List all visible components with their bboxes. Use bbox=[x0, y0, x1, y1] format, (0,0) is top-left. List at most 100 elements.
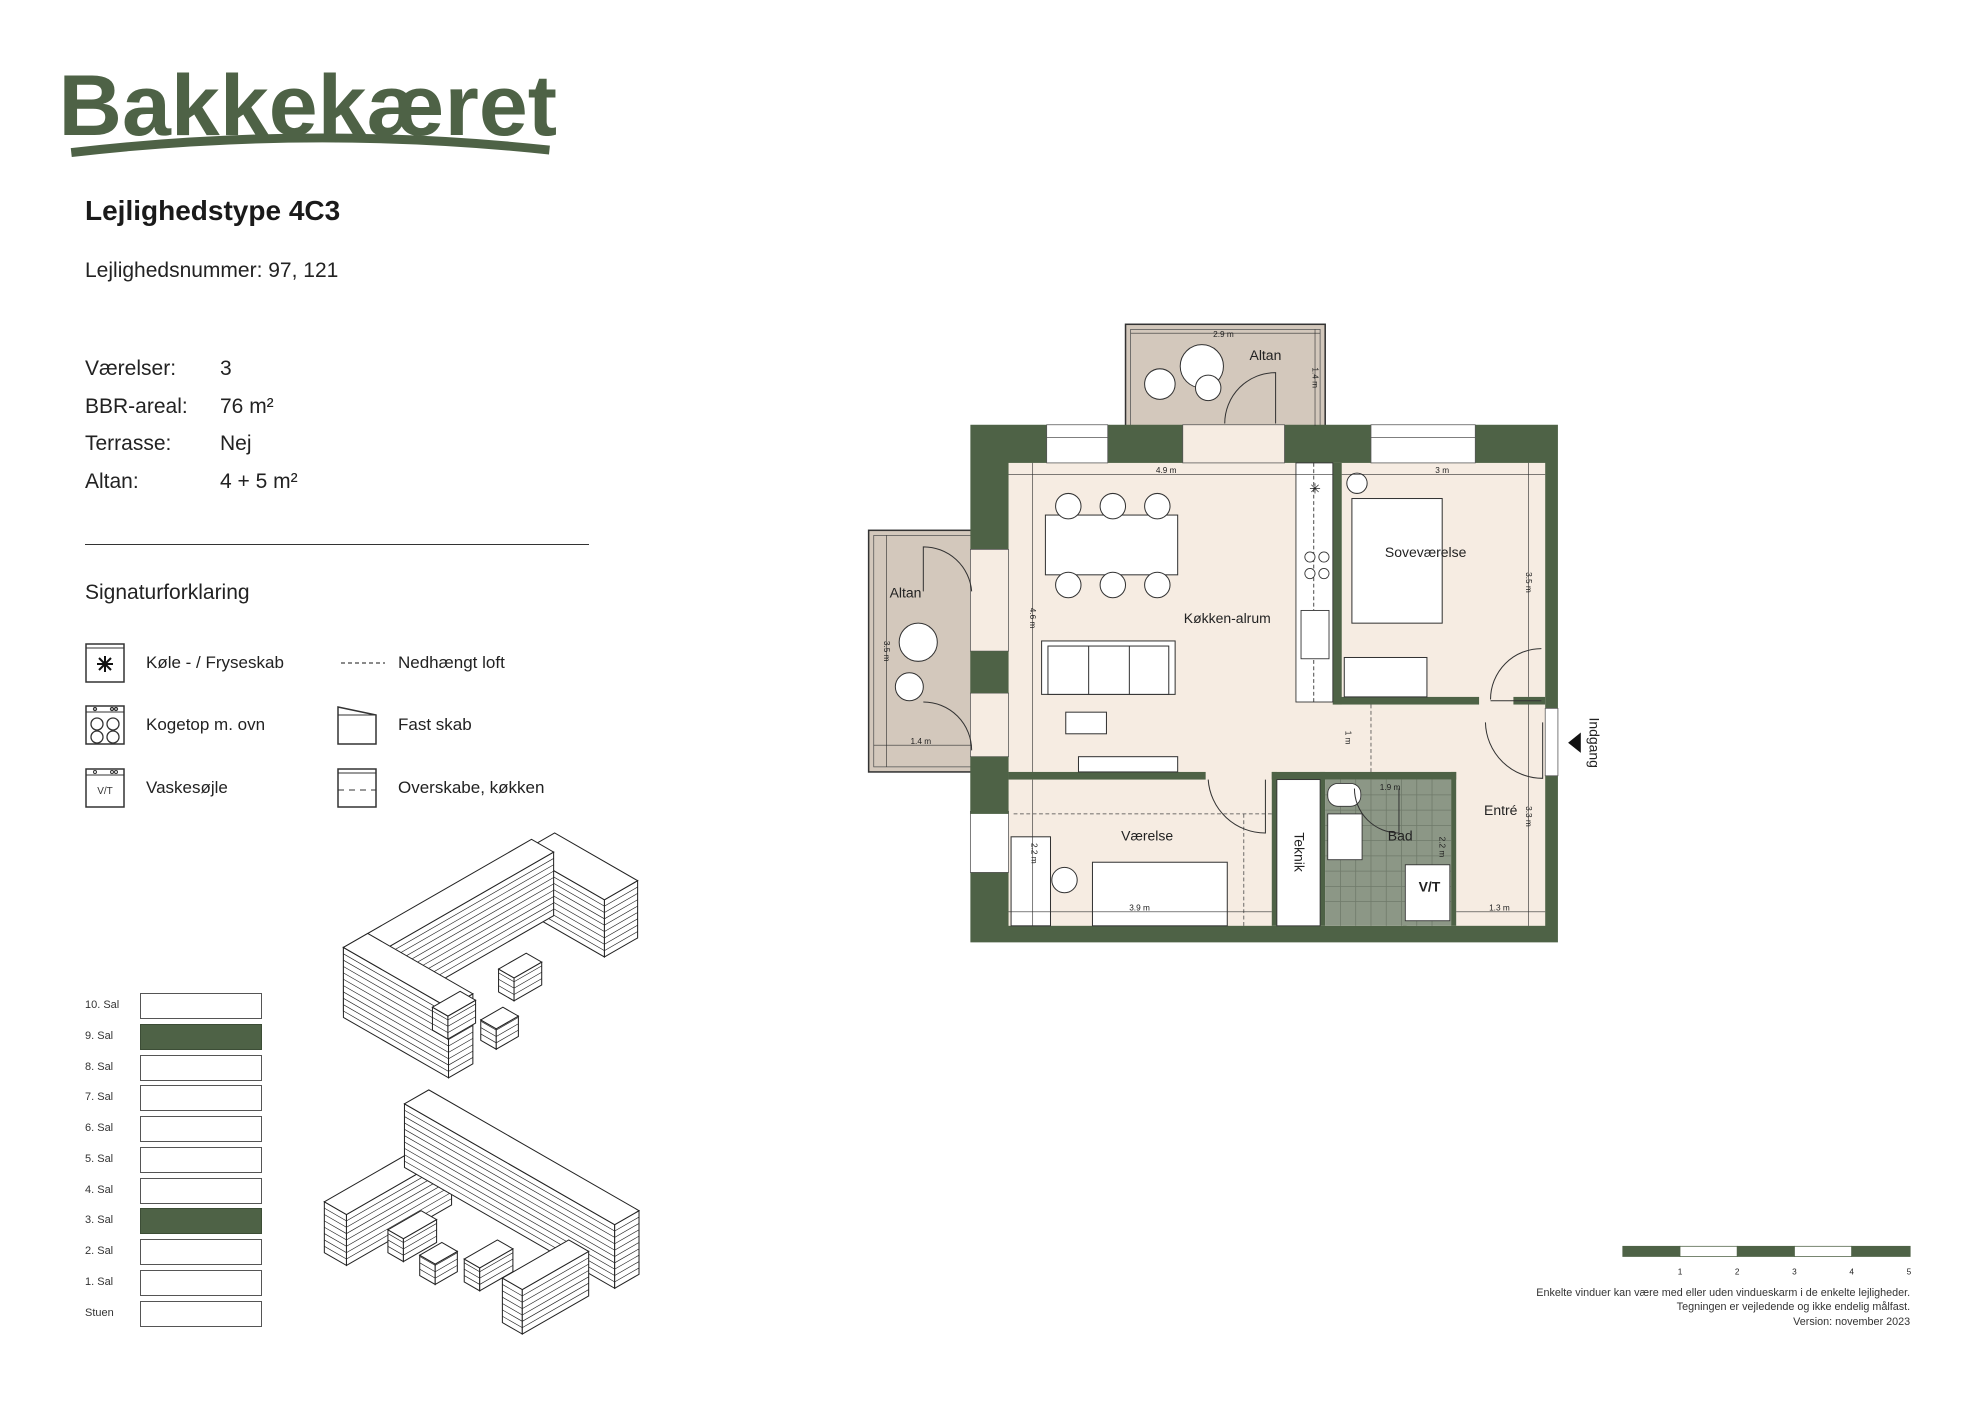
scale-tick: 5 bbox=[1907, 1267, 1912, 1276]
legend-item-fixed-cabinet: Fast skab bbox=[337, 705, 472, 745]
floor-row: 5. Sal bbox=[85, 1147, 265, 1173]
legend-item-fridge: Køle - / Fryseskab bbox=[85, 643, 284, 683]
building-face bbox=[386, 1210, 438, 1240]
dim-label: 1.9 m bbox=[1380, 783, 1401, 792]
floor-box bbox=[140, 1270, 262, 1296]
floor-line bbox=[502, 1282, 589, 1322]
building-face bbox=[497, 952, 543, 979]
fact-label: Værelser: bbox=[85, 357, 177, 380]
fridge-icon: ✳ bbox=[1309, 480, 1321, 496]
building-face bbox=[501, 1239, 590, 1291]
floor-line bbox=[432, 1003, 476, 1021]
door-swings bbox=[922, 372, 1544, 834]
dim-label: 2.2 m bbox=[1029, 843, 1038, 864]
floor-line bbox=[502, 1276, 589, 1316]
fact-label: BBR-areal: bbox=[85, 395, 188, 418]
dim-label: 2.2 m bbox=[1438, 837, 1447, 858]
room-label-technical: Teknik bbox=[1292, 832, 1308, 872]
dim-label: 2.9 m bbox=[1213, 330, 1234, 339]
floor-label: 4. Sal bbox=[85, 1184, 114, 1196]
legend-item-washer: V/T Vaskesøjle bbox=[85, 768, 228, 808]
floor-line bbox=[502, 1289, 589, 1329]
legend-item-upper-cabinets: Overskabe, køkken bbox=[337, 768, 544, 808]
desk bbox=[1010, 836, 1052, 927]
logo-arc bbox=[70, 133, 550, 158]
upper-cabinets-icon bbox=[337, 768, 377, 808]
dim-label: 3.9 m bbox=[1129, 904, 1150, 913]
entrance-arrow-icon bbox=[1568, 732, 1581, 753]
washer-label: V/T bbox=[1419, 878, 1441, 894]
floor-label: 8. Sal bbox=[85, 1061, 114, 1073]
version-note: Version: november 2023 bbox=[1793, 1316, 1910, 1328]
apartment-type-title: Lejlighedstype 4C3 bbox=[85, 195, 341, 226]
fact-rooms: Værelser:3 bbox=[85, 357, 232, 381]
technical-room bbox=[1276, 779, 1321, 927]
fact-balcony: Altan:4 + 5 m² bbox=[85, 470, 298, 494]
fact-value: 4 + 5 m² bbox=[220, 470, 298, 493]
floor-line bbox=[480, 1023, 519, 1037]
building-face bbox=[431, 990, 477, 1017]
double-bed bbox=[1351, 498, 1443, 624]
floor-line bbox=[324, 1172, 452, 1234]
dim-label: 3 m bbox=[1435, 466, 1449, 475]
floor-line bbox=[432, 1010, 476, 1027]
dim-label: 1.4 m bbox=[910, 737, 931, 746]
floor-line bbox=[343, 1004, 474, 1066]
room-label-entry: Entré bbox=[1484, 802, 1518, 818]
fact-value: Nej bbox=[220, 432, 252, 455]
room-label-altan-top: Altan bbox=[1250, 347, 1282, 363]
floor-label: 2. Sal bbox=[85, 1245, 114, 1257]
single-bed bbox=[1091, 861, 1228, 927]
floor-line bbox=[387, 1223, 437, 1243]
building-face bbox=[463, 1239, 514, 1269]
floor-line bbox=[464, 1258, 514, 1279]
building-face bbox=[403, 1089, 641, 1226]
floor-row: 2. Sal bbox=[85, 1239, 265, 1265]
floor-box bbox=[140, 1301, 262, 1327]
floor-label: 7. Sal bbox=[85, 1091, 114, 1103]
floor-box bbox=[140, 1147, 262, 1173]
floor-box bbox=[140, 1024, 262, 1050]
furniture bbox=[894, 344, 1443, 927]
fact-label: Terrasse: bbox=[85, 432, 172, 455]
floor-row: 4. Sal bbox=[85, 1178, 265, 1204]
washer-dryer-icon bbox=[1404, 864, 1451, 922]
floor-line bbox=[324, 1179, 452, 1241]
floor-line bbox=[404, 1148, 640, 1270]
tv-bench bbox=[1077, 756, 1179, 773]
floor-line bbox=[404, 1154, 640, 1276]
washer-icon-text: V/T bbox=[97, 786, 113, 797]
floor-label: Stuen bbox=[85, 1307, 114, 1319]
fridge-freezer-icon bbox=[85, 643, 125, 683]
floor-line bbox=[464, 1252, 514, 1273]
floor-line bbox=[404, 1109, 640, 1232]
floor-line bbox=[387, 1229, 437, 1250]
floor-plan: V/T ✳ bbox=[867, 323, 1603, 943]
floor-row: 10. Sal bbox=[85, 993, 265, 1019]
dim-label: 1.3 m bbox=[1489, 904, 1510, 913]
coffee-table bbox=[1065, 711, 1107, 735]
scale-bar: 1 2 3 4 5 bbox=[1622, 1245, 1912, 1276]
room-label-kitchen-living: Køkken-alrum bbox=[1184, 610, 1271, 626]
dining-table bbox=[1044, 514, 1179, 576]
scale-tick: 2 bbox=[1735, 1267, 1740, 1276]
dim-label: 3.5 m bbox=[1524, 572, 1533, 593]
floor-line bbox=[464, 1265, 514, 1285]
floor-row: 9. Sal bbox=[85, 1024, 265, 1050]
wardrobe bbox=[1343, 656, 1428, 698]
dim-label: 1.4 m bbox=[1310, 367, 1319, 388]
room-label-room: Værelse bbox=[1121, 828, 1173, 844]
kitchen-sink-icon bbox=[1300, 609, 1330, 660]
floor-line bbox=[387, 1235, 437, 1256]
floor-label: 5. Sal bbox=[85, 1153, 114, 1165]
floor-row: Stuen bbox=[85, 1301, 265, 1327]
dashed-line-icon bbox=[341, 662, 385, 664]
legend-label: Nedhængt loft bbox=[398, 653, 505, 672]
disclaimer-note: Enkelte vinduer kan være med eller uden … bbox=[1536, 1287, 1910, 1299]
floor-line bbox=[343, 985, 474, 1047]
building-isometric-top bbox=[342, 832, 639, 1079]
fact-terrace: Terrasse: Nej bbox=[85, 432, 252, 456]
floor-line bbox=[404, 1160, 640, 1283]
balcony-top bbox=[1124, 323, 1326, 427]
